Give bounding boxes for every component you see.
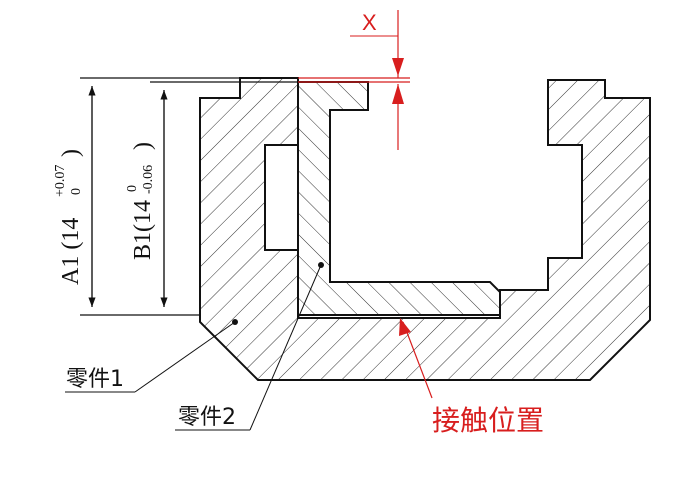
part2-body: [297, 81, 501, 316]
dimension-a1: A1 (14 +0.07 0 ): [53, 77, 240, 316]
gap-label: X: [362, 10, 377, 35]
b1-lower-deviation: -0.06: [141, 165, 156, 194]
contact-label: 接触位置: [432, 404, 544, 437]
contact-callout: [399, 318, 433, 399]
a1-label: A1 (14: [58, 218, 84, 285]
dimension-b1: B1(14 0 -0.06 ): [125, 81, 298, 307]
b1-close: ): [130, 142, 156, 150]
b1-label: B1(14: [130, 200, 156, 260]
part2-label: 零件2: [178, 405, 236, 430]
part1-slot: [264, 144, 299, 251]
a1-upper-deviation: +0.07: [53, 165, 68, 197]
part2-leader: [175, 262, 324, 431]
b1-upper-deviation: 0: [125, 185, 140, 192]
gap-dimension: X: [298, 10, 410, 150]
a1-close: ): [58, 149, 84, 157]
part1-label: 零件1: [66, 367, 124, 392]
a1-lower-deviation: 0: [69, 188, 84, 195]
part1-leader: [65, 319, 238, 393]
